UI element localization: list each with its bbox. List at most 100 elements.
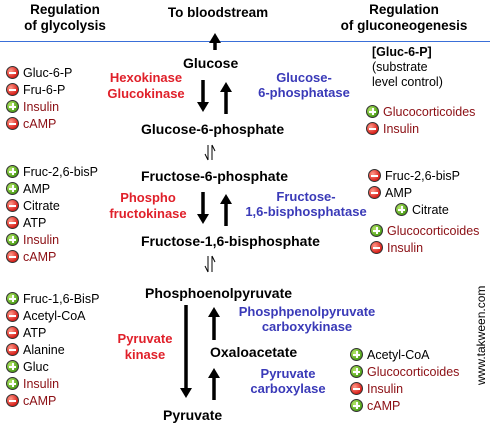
inhibitor-minus-icon: [6, 250, 19, 263]
fructose-1-6-bisphosphate-label: Fructose-1,6-bisphosphate: [141, 233, 320, 249]
enzyme-line: kinase: [124, 347, 166, 362]
phosphoenolpyruvate-label: Phosphoenolpyruvate: [145, 285, 293, 301]
regulator-item: Gluc-6-P: [6, 64, 72, 81]
regulator-label: Gluc-6-P: [23, 65, 73, 80]
inhibitor-minus-icon: [350, 382, 363, 395]
header-line: of gluconeogenesis: [340, 18, 468, 33]
header-line: Regulation: [30, 2, 100, 17]
activator-plus-icon: [370, 224, 383, 237]
regulator-label: cAMP: [23, 249, 57, 264]
regulator-label: ATP: [23, 325, 47, 340]
regulator-item: cAMP: [350, 397, 459, 414]
regulator-label: Alanine: [23, 342, 65, 357]
regulator-label: cAMP: [367, 398, 401, 413]
regulator-item: Insulin: [370, 239, 479, 256]
note-line: (substrate: [372, 60, 428, 74]
regulator-item: cAMP: [6, 115, 72, 132]
note-line: level control): [372, 75, 443, 89]
activator-plus-icon: [366, 105, 379, 118]
regulator-item: Fruc-2,6-bisP: [6, 163, 98, 180]
regulator-label: Acetyl-CoA: [367, 347, 430, 362]
multistep-equilibrium-arrows: [204, 255, 216, 273]
enzyme-line: Glucokinase: [107, 86, 185, 101]
inhibitor-minus-icon: [6, 199, 19, 212]
oxaloacetate-label: Oxaloacetate: [210, 344, 298, 360]
watermark: www.takween.com: [474, 285, 488, 385]
enzyme-line: Pyruvate: [117, 331, 173, 346]
regulator-label: Citrate: [23, 198, 60, 213]
inhibitor-minus-icon: [6, 309, 19, 322]
regulator-item: Insulin: [6, 98, 72, 115]
activator-plus-icon: [350, 399, 363, 412]
activator-plus-icon: [6, 233, 19, 246]
substrate-level-note: [Gluc-6-P] (substrate level control): [372, 45, 443, 90]
inhibitor-minus-icon: [6, 394, 19, 407]
inhibitor-minus-icon: [368, 186, 381, 199]
activator-plus-icon: [6, 182, 19, 195]
pyruvate-carboxylase-label: Pyruvate carboxylase: [238, 366, 338, 396]
pyruvate-kinase-label: Pyruvate kinase: [113, 331, 177, 363]
enzyme-line: Phosphpenolpyruvate: [238, 304, 376, 319]
regulator-item: Fru-6-P: [6, 81, 72, 98]
inhibitor-minus-icon: [6, 343, 19, 356]
regulator-item: Glucocorticoides: [366, 103, 475, 120]
regulator-item: Alanine: [6, 341, 99, 358]
inhibitor-minus-icon: [6, 83, 19, 96]
header-line: of glycolysis: [24, 18, 106, 33]
regulator-item: Gluc: [6, 358, 99, 375]
note-bold: [Gluc-6-P]: [372, 45, 432, 59]
inhibitor-minus-icon: [6, 66, 19, 79]
regulator-label: Insulin: [23, 232, 60, 247]
regulator-item: Citrate: [6, 197, 98, 214]
inhibitor-minus-icon: [368, 169, 381, 182]
enzyme-line: Pyruvate: [260, 366, 316, 381]
enzyme-line: carboxykinase: [261, 319, 353, 334]
regulator-item: AMP: [368, 184, 460, 201]
regulator-item: cAMP: [6, 392, 99, 409]
regulator-label: cAMP: [23, 116, 57, 131]
fructose-1-6-bisphosphatase-label: Fructose- 1,6-bisphosphatase: [238, 189, 374, 219]
regulator-item: Glucocorticoides: [370, 222, 479, 239]
inhibitor-minus-icon: [370, 241, 383, 254]
hexokinase-glucokinase-label: Hexokinase Glucokinase: [96, 70, 196, 102]
regulator-label: Glucocorticoides: [387, 223, 480, 238]
regulator-label: Glucocorticoides: [383, 104, 476, 119]
gluconeogenesis-regulation-header: Regulation of gluconeogenesis: [318, 2, 490, 34]
inhibitor-minus-icon: [6, 117, 19, 130]
glucose-6-phosphatase-label: Glucose- 6-phosphatase: [244, 70, 364, 100]
regulator-item: Insulin: [6, 231, 98, 248]
enzyme-line: fructokinase: [109, 206, 187, 221]
header-divider: [0, 41, 490, 42]
inhibitor-minus-icon: [366, 122, 379, 135]
regulator-label: Gluc: [23, 359, 49, 374]
regulator-label: AMP: [385, 185, 413, 200]
regulator-label: Glucocorticoides: [367, 364, 460, 379]
regulator-label: Insulin: [367, 381, 404, 396]
regulator-item: Glucocorticoides: [350, 363, 459, 380]
regulator-label: Acetyl-CoA: [23, 308, 86, 323]
regulator-item: ATP: [6, 214, 98, 231]
inhibitor-minus-icon: [6, 326, 19, 339]
enzyme-line: 6-phosphatase: [258, 85, 350, 100]
glucose-6-phosphate-label: Glucose-6-phosphate: [141, 121, 285, 137]
regulator-label: Fruc-2,6-bisP: [385, 168, 461, 183]
regulator-item: Insulin: [350, 380, 459, 397]
regulator-item: Insulin: [6, 375, 99, 392]
enzyme-line: 1,6-bisphosphatase: [245, 204, 367, 219]
regulator-label: AMP: [23, 181, 51, 196]
activator-plus-icon: [6, 292, 19, 305]
regulator-label: Insulin: [23, 99, 60, 114]
isomerase-equilibrium-arrows: [204, 144, 216, 161]
fructose-6-phosphate-label: Fructose-6-phosphate: [141, 168, 289, 184]
pepck-label: Phosphpenolpyruvate carboxykinase: [232, 304, 382, 334]
enzyme-line: carboxylase: [250, 381, 326, 396]
to-bloodstream-label: To bloodstream: [167, 5, 269, 20]
regulator-label: Citrate: [412, 202, 449, 217]
regulator-label: cAMP: [23, 393, 57, 408]
